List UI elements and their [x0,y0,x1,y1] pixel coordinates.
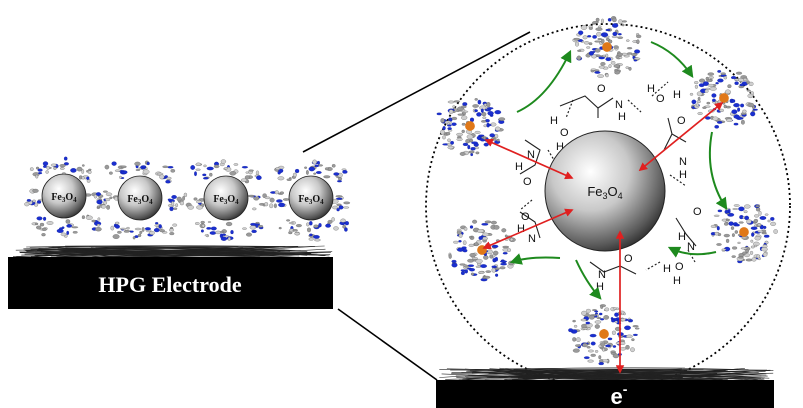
amide-h-right: H [679,169,687,181]
enzyme-molecule [568,304,640,366]
amide-o-top: O [597,83,606,95]
enzyme-molecule [710,204,778,264]
protein-cluster [110,221,132,239]
electrode-fiber-network [12,245,333,259]
protein-cluster [278,219,302,236]
enzyme-molecule [689,70,758,129]
red-arrow-lower-left [482,208,574,250]
hopping-arrows [509,41,728,300]
protein-cluster [323,164,348,183]
electron-label: e- [611,381,628,408]
protein-cluster [76,164,92,183]
water-h-bottom: H [663,263,671,275]
protein-cluster [269,190,290,209]
left-nanoparticle-3: Fe3O4 [203,175,249,221]
protein-cluster [56,219,79,238]
amide-o-right-low: O [693,206,702,218]
amide-h-top: H [618,111,626,123]
protein-cluster [167,195,184,212]
electrode-slab [8,257,333,309]
protein-cluster [104,161,128,179]
water-o-left: O [560,127,569,139]
protein-cluster [240,166,262,184]
zoom-electrode-slab [436,380,774,408]
protein-cluster [129,227,155,240]
water-h-bottom-2: H [673,275,681,287]
protein-cluster [242,221,264,237]
protein-cluster [247,193,271,211]
fe3o4-label: Fe3O4 [298,194,324,206]
protein-cluster [215,221,234,241]
protein-cluster [96,190,119,210]
enzyme-molecule [436,98,506,157]
protein-cluster [81,214,102,232]
amide-o-left-low: O [521,211,530,223]
amide-h-left: H [515,161,523,173]
protein-cluster [306,221,322,242]
protein-cluster [190,162,214,180]
protein-cluster [134,160,150,176]
enzyme-molecule [448,219,516,282]
central-fe3o4-label: Fe3O4 [587,184,622,201]
water-h-top-2: H [673,89,681,101]
protein-cluster [155,165,176,184]
protein-cluster [213,159,239,176]
green-arrow-6 [509,253,561,265]
fe3o4-label: Fe3O4 [127,194,153,206]
amide-n-top: N [615,99,623,111]
zoom-fiber-network [439,367,774,383]
amide-o-right: O [677,115,686,127]
amide-n-right-low: N [687,241,695,253]
protein-cluster [31,216,54,237]
right-panel: e- [425,16,791,408]
water-o-bottom: O [675,261,684,273]
amide-h-bottom: H [596,281,604,293]
water-o-top: O [656,93,665,105]
fe3o4-label: Fe3O4 [51,192,77,204]
protein-cluster [29,161,52,179]
amide-o-left: O [523,176,532,188]
amide-n-left-low: N [528,233,536,245]
amide-n-right: N [679,156,687,168]
amide-o-bottom: O [624,253,633,265]
left-panel: HPG Electrode Fe3O4 Fe3O4 Fe3O4 Fe3O4 [8,156,351,309]
left-nanoparticle-2: Fe3O4 [117,175,163,221]
enzyme-molecule [572,16,642,78]
left-protein-clusters [24,156,351,242]
water-h-left: H [550,115,558,127]
protein-cluster [50,156,77,176]
green-arrow-1 [516,49,572,113]
left-nanoparticle-4: Fe3O4 [288,175,334,221]
central-nanoparticle: Fe3O4 [544,130,666,252]
electrode-label: HPG Electrode [98,272,241,297]
protein-cluster [274,165,300,181]
zoom-line-bottom [337,308,438,381]
left-nanoparticle-1: Fe3O4 [41,173,87,219]
protein-cluster [325,217,349,232]
red-arrow-left [484,138,574,180]
water-h-top: H [647,83,655,95]
green-arrow-2 [650,41,694,78]
protein-cluster [153,222,178,236]
electron-transfer-arrows [482,101,724,374]
protein-cluster [304,159,323,175]
protein-cluster [195,220,217,238]
amide-n-bottom: N [598,269,606,281]
green-arrow-4 [667,246,717,258]
green-arrow-5 [575,259,602,300]
red-arrow-top-right [638,101,724,172]
green-arrow-3 [708,131,728,211]
fe3o4-label: Fe3O4 [213,194,239,206]
amide-h-right-low: H [678,231,686,243]
zoom-line-top [302,31,531,153]
protein-cluster [182,192,205,210]
